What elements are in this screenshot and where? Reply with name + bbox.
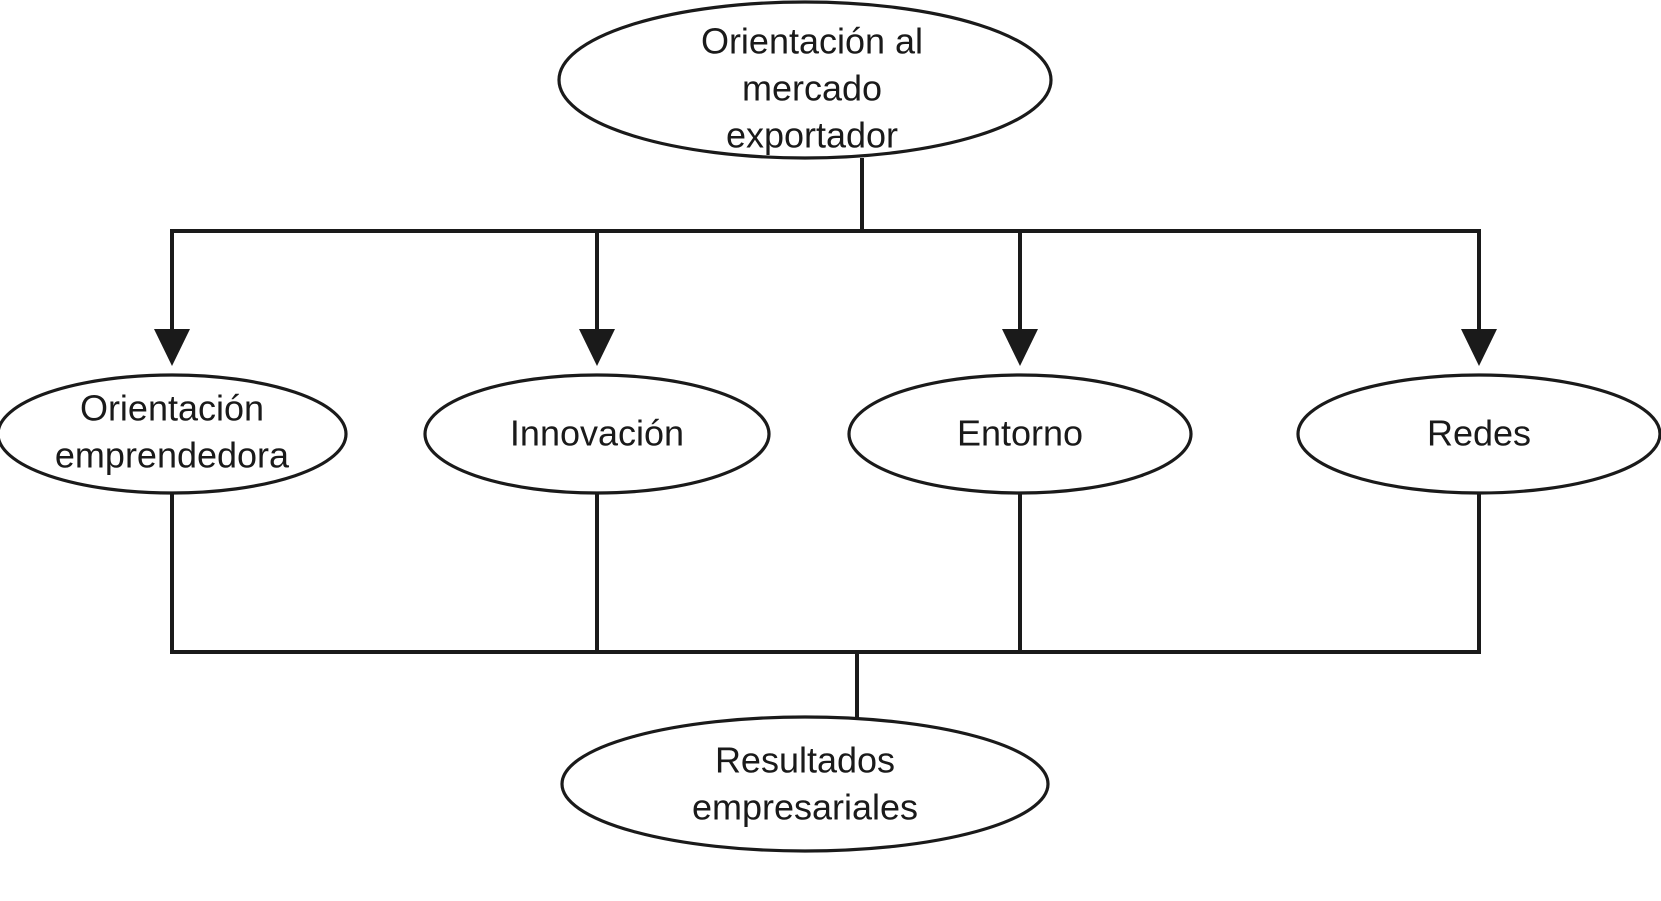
node-label-line-1: Orientación <box>80 388 264 429</box>
arrow-to-entorno <box>1002 231 1038 366</box>
node-redes[interactable]: Redes <box>1296 373 1661 495</box>
node-label-line-2: emprendedora <box>55 435 290 476</box>
arrow-head-icon <box>154 329 190 366</box>
arrow-head-icon <box>579 329 615 366</box>
node-innovacion[interactable]: Innovación <box>423 373 771 495</box>
node-label-line-1: Resultados <box>715 740 895 781</box>
ellipse-shape <box>557 0 1053 160</box>
node-entorno[interactable]: Entorno <box>847 373 1193 495</box>
node-label-line-2: mercado <box>742 68 882 109</box>
arrow-to-innovacion <box>579 231 615 366</box>
node-label-line-1: Innovación <box>510 413 684 454</box>
arrow-to-redes <box>1461 231 1497 366</box>
node-orientacion-emprendedora[interactable]: Orientación emprendedora <box>0 373 348 495</box>
node-label-line-1: Redes <box>1427 413 1531 454</box>
node-label-line-2: empresariales <box>692 787 918 828</box>
arrow-head-icon <box>1002 329 1038 366</box>
arrow-head-icon <box>1461 329 1497 366</box>
node-label-line-1: Entorno <box>957 413 1083 454</box>
node-orientacion-al-mercado-exportador[interactable]: Orientación al mercado exportador <box>557 0 1053 160</box>
node-label-line-3: exportador <box>726 115 898 156</box>
node-resultados-empresariales[interactable]: Resultados empresariales <box>560 715 1050 853</box>
arrow-to-orientacion-emprendedora <box>154 231 190 366</box>
ellipse-shape <box>560 715 1050 853</box>
node-label-line-1: Orientación al <box>701 21 923 62</box>
